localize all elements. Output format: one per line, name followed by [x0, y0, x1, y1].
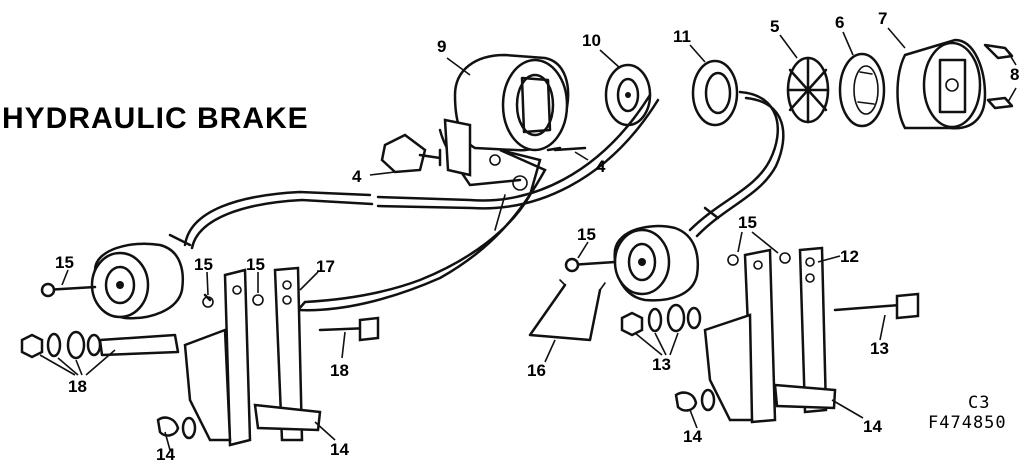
callout-14-right-b: 14 [683, 427, 702, 446]
right-caliper-assembly [564, 206, 720, 302]
callout-15-mid-b: 15 [246, 255, 265, 274]
callout-16: 16 [527, 361, 546, 380]
housing-cover-7 [896, 38, 987, 130]
callout-15-mid-a: 15 [194, 255, 213, 274]
callout-15-left: 15 [55, 253, 74, 272]
callout-12: 12 [840, 247, 859, 266]
brake-lever [295, 148, 547, 312]
callout-18-left: 18 [68, 377, 87, 396]
hydraulic-hoses [183, 90, 785, 250]
right-brake-arm-assembly [620, 246, 920, 424]
section-code: C3 [968, 393, 990, 413]
callout-15-right-a: 15 [577, 225, 596, 244]
diaphragm-11 [691, 59, 739, 127]
leader-lines [39, 27, 1017, 451]
diaphragm-10 [604, 63, 652, 127]
callout-13-left: 13 [652, 355, 671, 374]
diagram-title: HYDRAULIC BRAKE [2, 102, 309, 135]
spring-clip-5 [786, 56, 830, 124]
callout-18-right: 18 [330, 361, 349, 380]
callout-5: 5 [770, 17, 779, 36]
left-caliper-assembly [40, 233, 192, 320]
callout-15-right-b: 15 [738, 213, 757, 232]
return-spring [528, 279, 606, 342]
figure-code: F474850 [928, 413, 1007, 433]
callout-11: 11 [673, 27, 691, 46]
left-brake-arm-assembly [20, 266, 380, 447]
callout-14-left-b: 14 [156, 445, 175, 463]
callout-14-left-a: 14 [330, 440, 349, 459]
banjo-fitting [380, 133, 587, 174]
callout-labels: 9 10 11 5 6 7 8 4 4 15 15 15 17 18 18 14… [55, 9, 1019, 463]
master-cylinder-assembly [438, 53, 570, 191]
callout-4-right: 4 [596, 157, 606, 176]
callout-14-right-a: 14 [863, 417, 882, 436]
filter-cap-6 [838, 52, 886, 128]
callout-17: 17 [316, 257, 335, 276]
callout-10: 10 [582, 31, 601, 50]
callout-8: 8 [1010, 65, 1019, 84]
bleeder-fittings-8 [983, 43, 1014, 110]
callout-6: 6 [835, 13, 844, 32]
callout-7: 7 [878, 9, 887, 28]
callout-13-right: 13 [870, 339, 889, 358]
callout-9: 9 [437, 37, 446, 56]
callout-4-left: 4 [352, 167, 362, 186]
